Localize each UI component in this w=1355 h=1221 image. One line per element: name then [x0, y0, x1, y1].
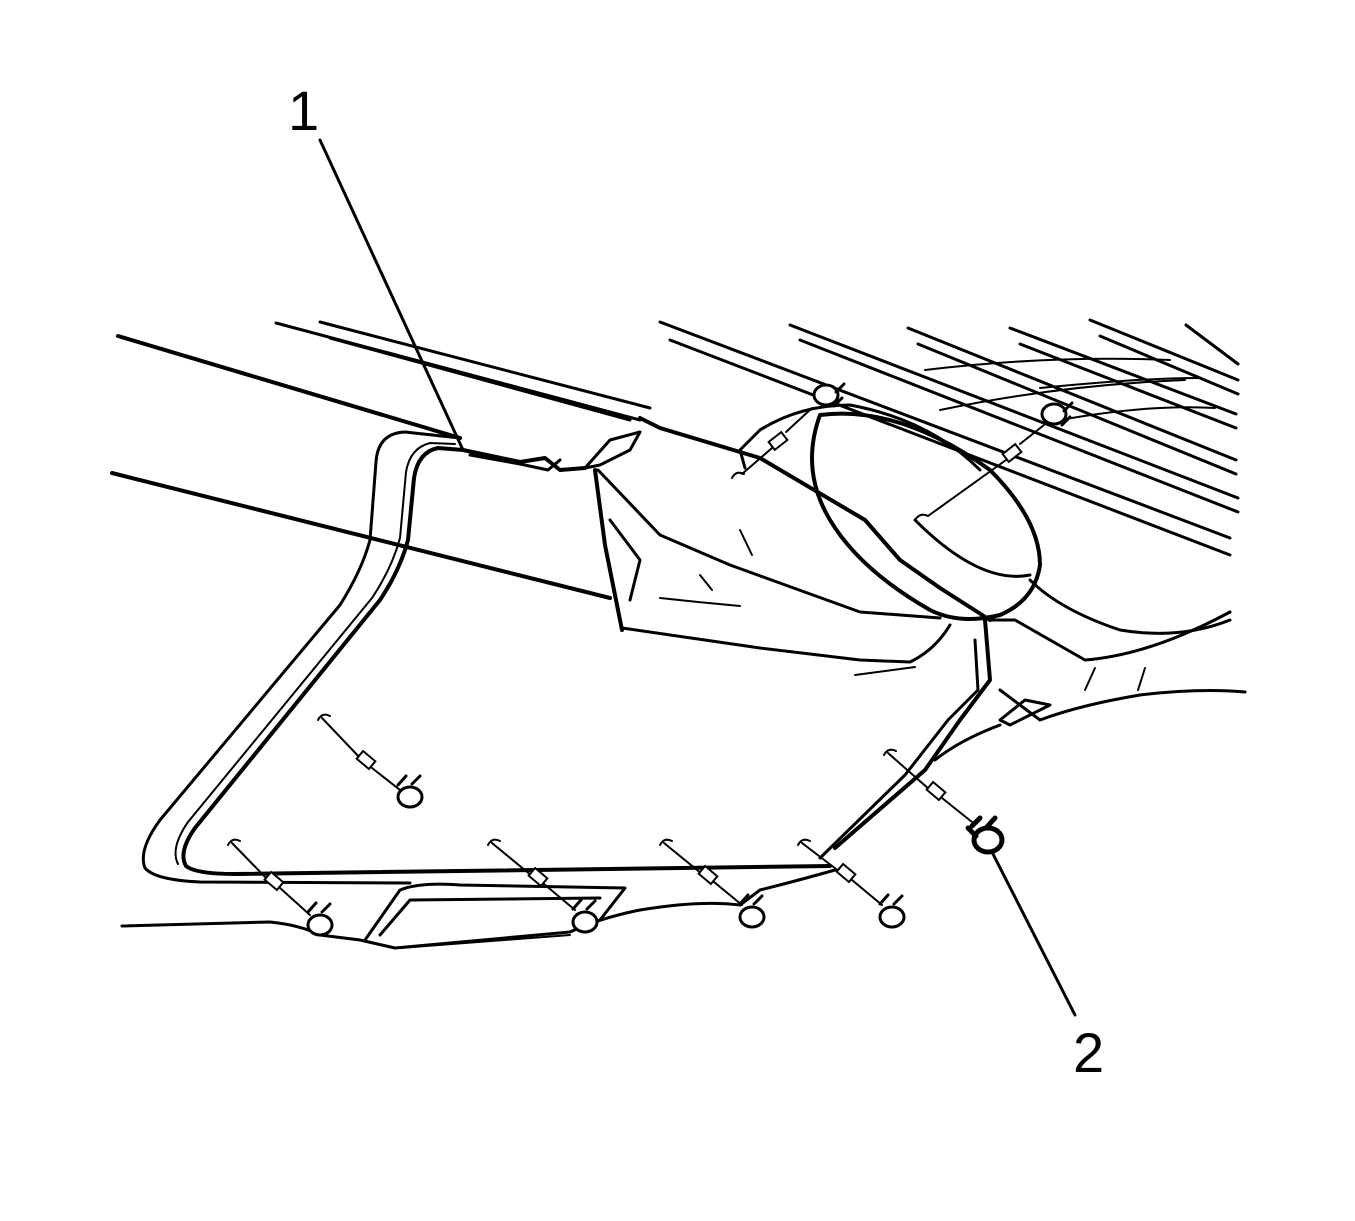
- callout-leaders: [318, 138, 1077, 1017]
- push-pin-fastener-2: [227, 838, 334, 937]
- push-pin-fastener-4: [659, 838, 766, 929]
- callout-label-2: 2: [1073, 1021, 1104, 1084]
- body-reference-lines: [110, 318, 1240, 600]
- leader-line-1: [318, 138, 465, 452]
- callout-label-1: 1: [288, 79, 319, 142]
- push-pin-fastener-3: [487, 838, 599, 934]
- leader-line-2: [990, 850, 1077, 1017]
- push-pin-fastener-6: [883, 748, 973, 823]
- push-pin-fastener-5: [797, 838, 906, 929]
- push-pin-fasteners: [227, 382, 1074, 937]
- headliner-panel: [120, 403, 1247, 950]
- push-pin-fastener-1: [317, 713, 424, 809]
- push-pin-fastener-8: [914, 401, 1074, 521]
- retainer-clip: [965, 815, 1005, 855]
- push-pin-fastener-7: [731, 382, 846, 479]
